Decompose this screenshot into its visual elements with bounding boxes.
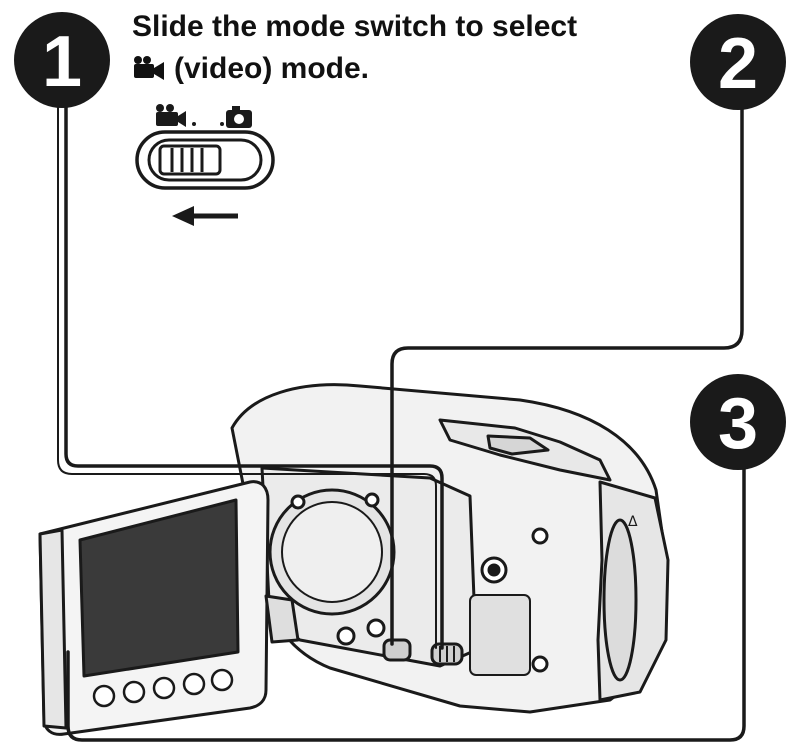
- lcd-button: [122, 680, 146, 704]
- step-badge-3: 3: [690, 374, 786, 470]
- callout-line-3: [66, 456, 746, 742]
- step-badge-1: 1: [14, 12, 110, 108]
- instruction-text: Slide the mode switch to select (video) …: [132, 6, 692, 90]
- mode-switch-knob-ribs: [170, 148, 204, 172]
- screw: [531, 527, 549, 545]
- step-number-2: 2: [718, 24, 758, 104]
- arrow-left-icon: [172, 206, 238, 226]
- screw: [290, 494, 306, 510]
- video-camera-icon: [156, 104, 196, 127]
- instruction-line-2-text: (video) mode.: [174, 52, 370, 85]
- lcd-button: [152, 676, 176, 700]
- lcd-monitor: [38, 480, 300, 736]
- step-badge-2-circle: [690, 14, 786, 110]
- side-dial-center: [487, 563, 501, 577]
- callout-line-1: [64, 94, 444, 650]
- zoom-lever: [486, 434, 550, 456]
- callout-lines: [57, 94, 746, 742]
- lcd-edge: [38, 528, 68, 730]
- step-number-3: 3: [718, 384, 758, 464]
- lcd-hinge: [264, 594, 300, 644]
- video-camera-icon: [134, 56, 164, 80]
- lens-rim: [602, 518, 638, 682]
- step-badge-1-circle: [14, 12, 110, 108]
- side-jack: [469, 594, 531, 676]
- still-camera-icon: [220, 106, 252, 128]
- lens-mark: Δ: [628, 514, 638, 530]
- callout-line-1-inner: [57, 99, 437, 649]
- camcorder: Δ: [230, 383, 670, 714]
- speaker-ring-inner: [281, 501, 383, 603]
- lcd-button: [210, 668, 234, 692]
- lcd-button: [92, 684, 116, 708]
- power-button: [382, 638, 412, 662]
- screw: [364, 492, 380, 508]
- instruction-line-2: (video) mode.: [132, 48, 692, 90]
- step-number-1: 1: [42, 22, 82, 102]
- lcd-button: [182, 672, 206, 696]
- mode-switch-knob: [158, 144, 222, 176]
- step-badge-3-circle: [690, 374, 786, 470]
- callout-line-2: [390, 94, 744, 646]
- mode-switch-inset: [135, 104, 275, 226]
- screw: [531, 655, 549, 673]
- lcd-screen: [78, 498, 240, 678]
- step-badge-2: 2: [690, 14, 786, 110]
- instruction-line-1: Slide the mode switch to select: [132, 10, 578, 43]
- side-button: [366, 618, 386, 638]
- side-button: [336, 626, 356, 646]
